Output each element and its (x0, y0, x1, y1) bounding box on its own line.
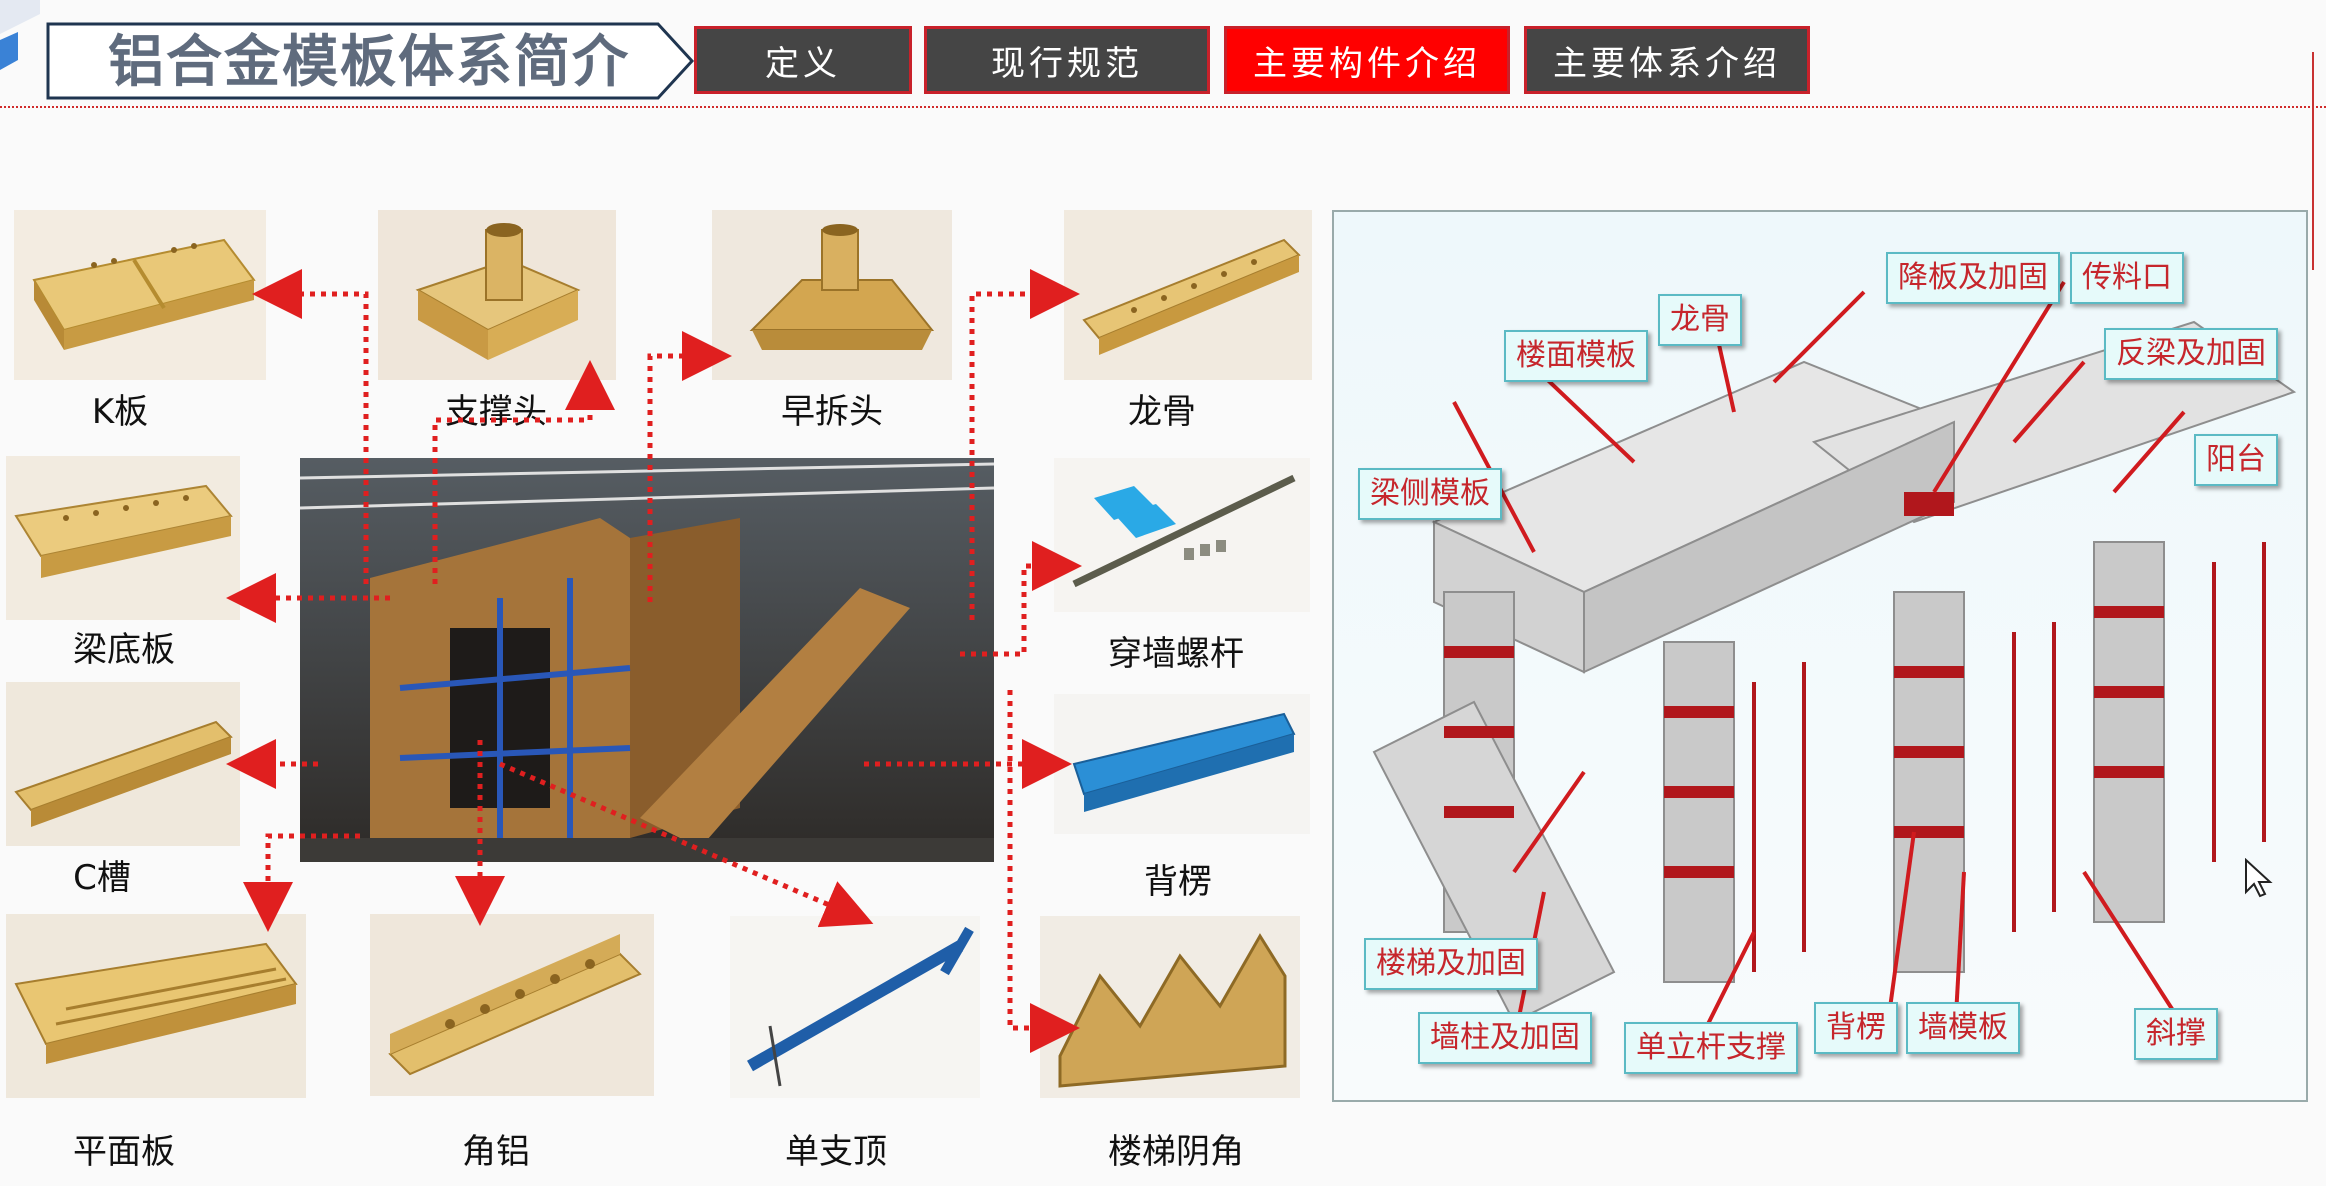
label-wall-column: 墙柱及加固 (1418, 1012, 1592, 1064)
label-back-brace: 背楞 (1814, 1002, 1898, 1054)
label-single-pole-support: 单立杆支撑 (1624, 1022, 1798, 1074)
caption-corner-aluminum: 角铝 (462, 1132, 530, 1172)
early-strip-head-photo (712, 210, 952, 380)
support-head-photo (378, 210, 616, 380)
mouse-cursor-icon (2245, 858, 2273, 898)
caption-k-board: K板 (91, 392, 149, 432)
caption-beam-bottom-board: 梁底板 (73, 630, 175, 670)
tab-current-codes[interactable]: 现行规范 (924, 26, 1210, 94)
formwork-system-diagram: 楼面模板 龙骨 降板及加固 传料口 反梁及加固 阳台 梁侧模板 楼梯及加固 墙柱… (1332, 210, 2308, 1102)
flat-panel-photo (6, 914, 306, 1098)
caption-support-head: 支撑头 (445, 392, 547, 432)
stair-inner-corner-photo (1040, 916, 1300, 1098)
caption-wall-tie-bolt: 穿墙螺杆 (1108, 634, 1244, 674)
keel-photo (1064, 210, 1312, 380)
label-keel: 龙骨 (1658, 294, 1742, 346)
label-upturned-beam: 反梁及加固 (2104, 328, 2278, 380)
corner-decoration-icon (0, 0, 40, 70)
label-diagonal-brace: 斜撑 (2134, 1008, 2218, 1060)
page-title: 铝合金模板体系简介 (108, 30, 630, 95)
label-drop-slab: 降板及加固 (1886, 252, 2060, 304)
k-board-photo (14, 210, 266, 380)
caption-back-brace: 背楞 (1144, 862, 1212, 902)
single-prop-photo (730, 916, 980, 1098)
wall-tie-bolt-photo (1054, 458, 1310, 612)
label-wall-formwork: 墙模板 (1906, 1002, 2020, 1054)
label-material-port: 传料口 (2070, 252, 2184, 304)
label-balcony: 阳台 (2194, 434, 2278, 486)
label-floor-formwork: 楼面模板 (1504, 330, 1648, 382)
label-beam-side-formwork: 梁侧模板 (1358, 468, 1502, 520)
caption-keel: 龙骨 (1128, 392, 1196, 432)
caption-c-channel: C槽 (73, 858, 131, 898)
corner-aluminum-photo (370, 914, 654, 1096)
caption-stair-inner-corner: 楼梯阴角 (1108, 1132, 1244, 1172)
caption-single-prop: 单支顶 (785, 1132, 887, 1172)
tab-definition[interactable]: 定义 (694, 26, 912, 94)
beam-bottom-board-photo (6, 456, 240, 620)
back-brace-photo (1054, 694, 1310, 834)
formwork-site-photo (300, 458, 994, 862)
c-channel-photo (6, 682, 240, 846)
label-stair-reinforce: 楼梯及加固 (1364, 938, 1538, 990)
tab-main-systems[interactable]: 主要体系介绍 (1524, 26, 1810, 94)
title-banner (46, 22, 695, 100)
tab-main-components[interactable]: 主要构件介绍 (1224, 26, 1510, 94)
edge-divider (2312, 52, 2314, 270)
caption-early-strip-head: 早拆头 (781, 392, 883, 432)
header-divider (0, 106, 2326, 108)
caption-flat-panel: 平面板 (73, 1132, 175, 1172)
